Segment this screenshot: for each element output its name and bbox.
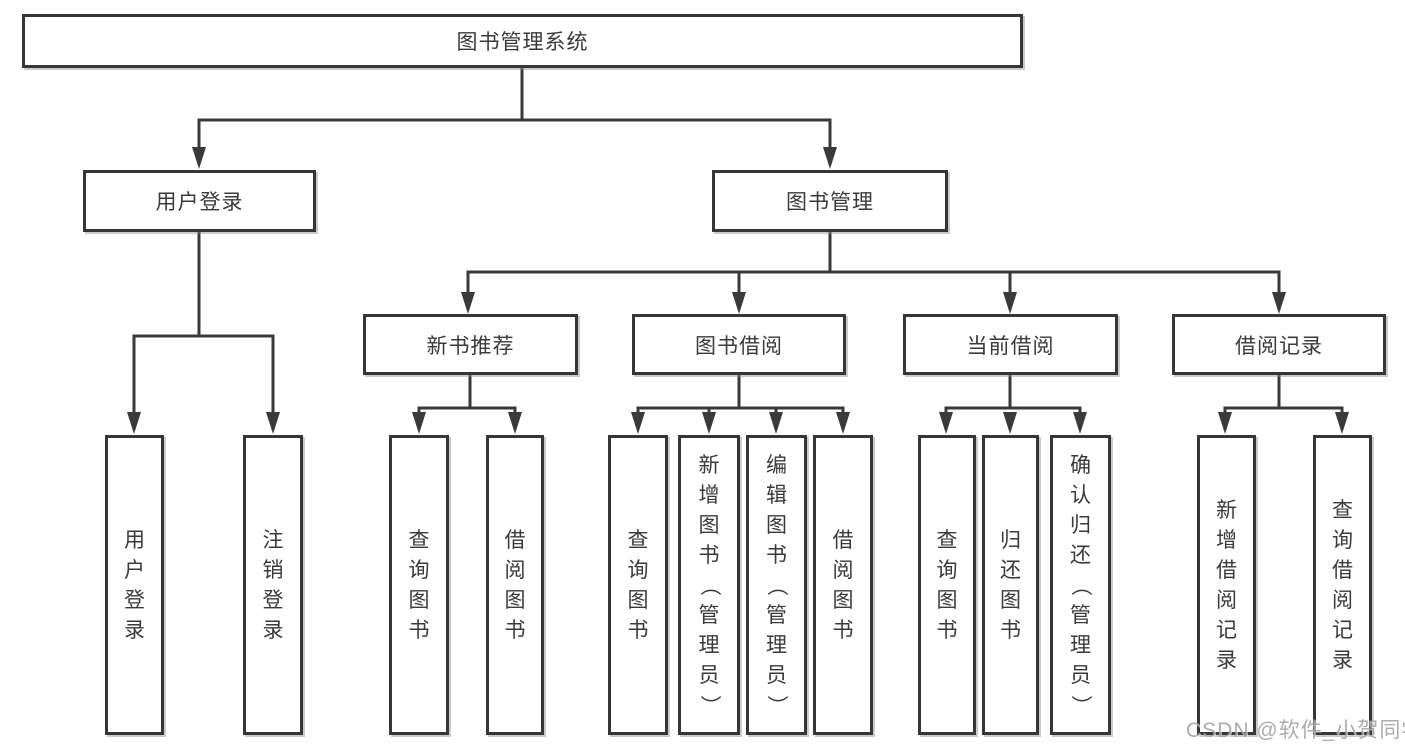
leaf-label: 注销登录 [262, 528, 284, 642]
leaf-label: 借阅图书 [832, 528, 854, 642]
leaf-user-login: 用户登录 [105, 435, 164, 735]
leaf-query-books-current: 查询图书 [918, 435, 976, 735]
node-current-borrow: 当前借阅 [903, 314, 1118, 375]
connector-book-management [466, 232, 1281, 295]
node-book-management: 图书管理 [712, 170, 948, 232]
leaf-logout: 注销登录 [243, 435, 303, 735]
node-book-borrow: 图书借阅 [632, 314, 846, 375]
leaf-label: 查询图书 [408, 528, 430, 642]
leaf-add-book-admin: 新增图书（管理员） [678, 435, 740, 735]
connector-user-login [132, 232, 275, 415]
leaf-label: 查询图书 [936, 528, 958, 642]
leaf-query-books-recommend: 查询图书 [389, 435, 449, 735]
node-new-book-recommend: 新书推荐 [363, 314, 578, 375]
csdn-watermark: CSDN @软件_小贺同学 [1186, 719, 1405, 742]
node-label: 图书管理系统 [456, 31, 589, 54]
leaf-label: 查询借阅记录 [1332, 498, 1353, 672]
leaf-add-borrow-record: 新增借阅记录 [1197, 435, 1256, 735]
node-label: 图书借阅 [695, 334, 783, 358]
node-borrow-records: 借阅记录 [1172, 314, 1386, 375]
leaf-label: 归还图书 [1000, 528, 1021, 642]
connector-root [197, 68, 832, 150]
node-library-management-system: 图书管理系统 [22, 14, 1023, 68]
node-label: 用户登录 [155, 191, 244, 214]
connector-new-book-recommend [417, 375, 517, 416]
node-label: 当前借阅 [966, 334, 1055, 358]
leaf-label: 用户登录 [124, 528, 145, 642]
node-label: 新书推荐 [426, 334, 515, 358]
leaf-label: 新增图书（管理员） [697, 453, 721, 716]
arrowheads [127, 147, 1349, 434]
node-label: 借阅记录 [1235, 334, 1323, 358]
leaf-return-book: 归还图书 [982, 435, 1039, 735]
leaf-label: 查询图书 [627, 528, 649, 642]
leaf-label: 借阅图书 [504, 528, 526, 642]
connector-book-borrow [636, 375, 845, 416]
node-label: 图书管理 [786, 191, 874, 214]
connector-borrow-records [1223, 375, 1344, 416]
leaf-label: 确认归还（管理员） [1069, 453, 1092, 716]
leaf-borrow-books: 借阅图书 [813, 435, 873, 735]
leaf-query-borrow-record: 查询借阅记录 [1313, 435, 1372, 735]
leaf-edit-book-admin: 编辑图书（管理员） [746, 435, 807, 735]
leaf-label: 编辑图书（管理员） [765, 453, 788, 716]
leaf-confirm-return-admin: 确认归还（管理员） [1050, 435, 1111, 735]
connector-current-borrow [944, 375, 1082, 416]
leaf-label: 新增借阅记录 [1216, 498, 1237, 672]
leaf-query-books-borrow: 查询图书 [608, 435, 668, 735]
leaf-borrow-books-recommend: 借阅图书 [486, 435, 544, 735]
node-user-login: 用户登录 [83, 170, 316, 232]
